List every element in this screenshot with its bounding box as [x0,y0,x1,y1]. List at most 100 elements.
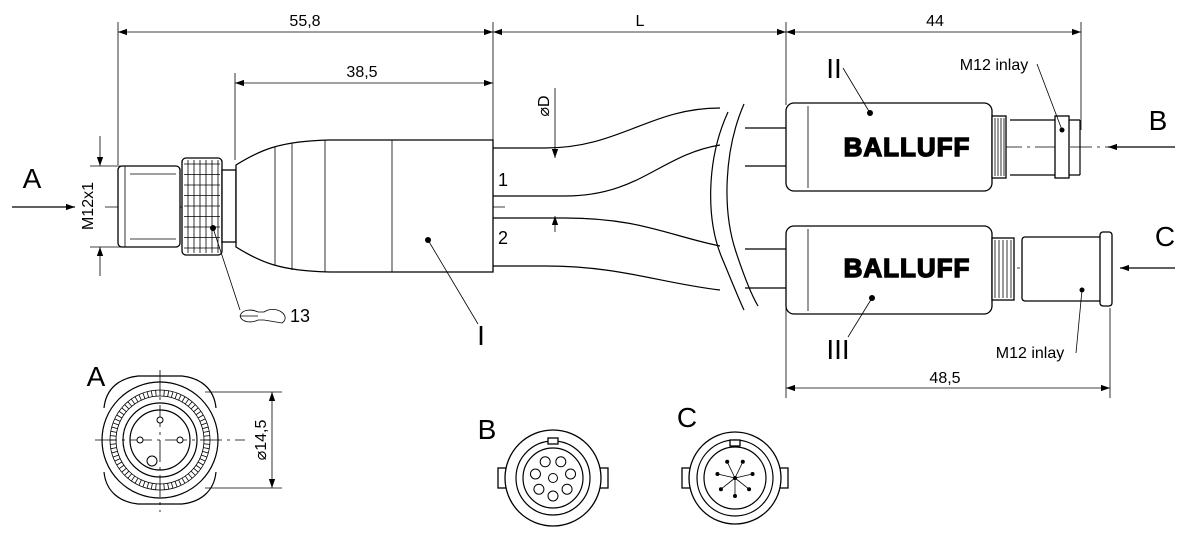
reference-labels: A B C A B C I II III 1 2 M12 inlay M12 i… [23,53,1175,445]
knurl-tooth [197,461,204,466]
knurl-tooth [110,435,117,437]
brand-logos: BALLUFF BALLUFF [843,131,971,283]
dim-body-length: 38,5 [346,64,377,81]
knurl-tooth [163,483,165,490]
knurl-tooth [178,394,182,401]
dim-cable-length: L [636,13,645,30]
knurl-tooth [134,396,139,403]
knurl-tooth [146,391,149,398]
pin-guide [720,477,736,490]
knurl-tooth [112,454,119,458]
pin [565,468,577,480]
branch-1-label: 1 [498,170,508,190]
inlay-lower-label: M12 inlay [996,345,1064,362]
dimension-texts: 55,8 L 44 38,5 48,5 ⌀D M12x1 ⌀14,5 13 [80,13,961,460]
knurl-tooth [155,390,157,397]
knurl-tooth [127,401,133,407]
knurl-tooth [118,410,125,416]
part-iii-label: III [826,334,849,365]
knurl-tooth [193,407,199,413]
knurl-tooth [142,392,146,399]
pin [539,456,551,468]
dim-cable-diameter: ⌀D [536,95,553,116]
knurl-tooth [124,470,130,476]
coding-key [729,439,741,447]
pin-guide [734,473,753,479]
branch-2-label: 2 [498,228,508,248]
knurl-tooth [197,414,204,419]
plug-iii [785,225,1113,315]
view-c-detail-label: C [677,402,697,433]
view-arrows [12,143,1175,272]
knurl-tooth [163,390,165,397]
knurl-tooth [110,443,117,445]
pin [555,456,567,468]
knurl-tooth [181,477,186,484]
knurl-tooth [181,396,186,403]
knurl-tooth [124,404,130,410]
knurl-tooth [203,430,210,433]
knurl-tooth [150,483,153,490]
pin [548,473,558,483]
pin-guide [726,461,736,479]
view-a-label: A [23,163,42,194]
knurl-tooth [142,481,146,488]
knurl-tooth [116,414,123,419]
knurl-tooth [114,418,121,422]
knurl-tooth [193,467,199,473]
view-b-label: B [1149,105,1168,136]
knurl-tooth [202,426,209,429]
knurl-tooth [195,464,202,470]
knurl-tooth [199,458,206,462]
knurl-tooth [201,454,208,458]
knurl-tooth [146,482,149,489]
pin [561,483,573,495]
knurl-tooth [111,451,118,454]
cables [493,103,786,311]
knurl-tooth [116,461,123,466]
end-view-c [681,431,789,525]
inlay-upper-label: M12 inlay [960,57,1028,74]
knurl-tooth [174,392,178,399]
end-view-b [497,429,609,527]
plug-ii [785,102,1081,192]
splitter-body [235,139,494,273]
knurl-tooth [121,407,127,413]
knurl-tooth [167,483,170,490]
view-c-label: C [1155,221,1175,252]
knurl-tooth [138,394,142,401]
knurl-tooth [130,398,136,405]
m12-male-connector [117,157,237,256]
knurl-tooth [171,482,174,489]
knurl-tooth [121,467,127,473]
knurl-tooth [167,390,170,397]
leader-lines [210,63,1085,354]
knurl-tooth [111,426,118,429]
pin [529,468,541,480]
knurl-tooth [199,418,206,422]
knurl-tooth [110,430,117,433]
knurl-tooth [118,464,125,470]
knurl-tooth [130,475,136,482]
knurl-tooth [155,483,157,490]
view-b-detail-label: B [478,414,497,445]
knurl-tooth [127,473,133,479]
knurl-tooth [138,479,142,486]
knurl-tooth [201,422,208,426]
end-view-a [95,370,245,512]
dim-nut-diameter: ⌀14,5 [253,420,270,461]
knurl-tooth [190,470,196,476]
knurl-tooth [174,481,178,488]
knurl-inner-ring [115,395,205,485]
part-ii-label: II [826,53,842,84]
knurl-tooth [202,451,209,454]
knurl-outer-ring [109,389,211,491]
pin [547,490,559,502]
knurl-tooth [203,435,210,437]
pin-guide [717,473,736,479]
balluff-logo-lower: BALLUFF [844,253,971,283]
knurl-tooth [187,473,193,479]
dim-overall-left: 55,8 [289,13,320,30]
dim-right-plug: 44 [926,13,944,30]
